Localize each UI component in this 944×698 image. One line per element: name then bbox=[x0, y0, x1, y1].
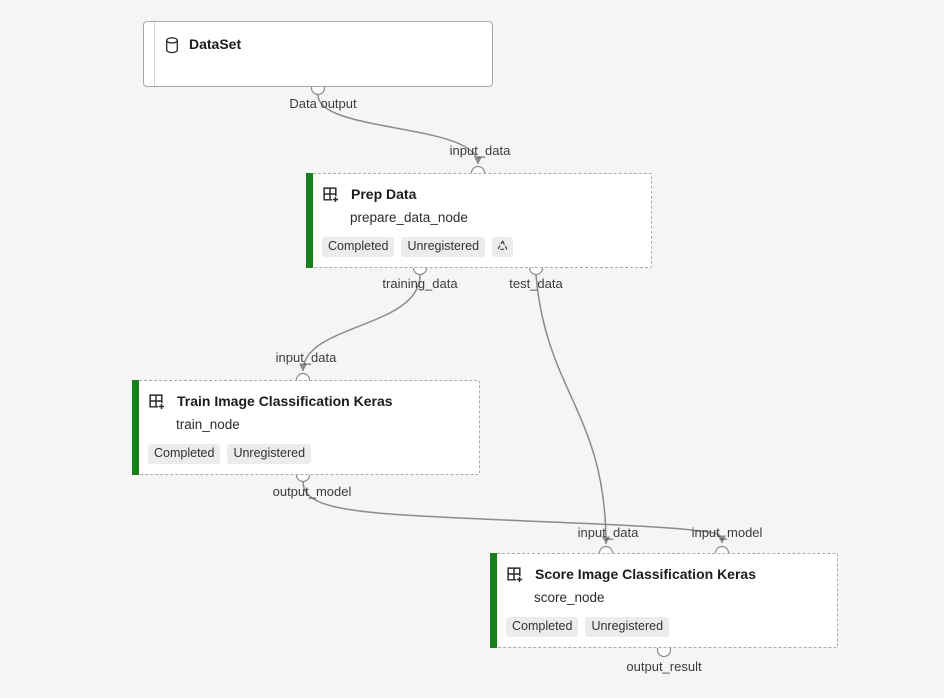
status-badge: Completed bbox=[322, 237, 395, 257]
edge-outputmodel-to-score[interactable] bbox=[302, 481, 726, 544]
component-grid-icon bbox=[322, 186, 339, 208]
port-label-train-input-data: input_data bbox=[275, 350, 337, 365]
port-label-training-data: training_data bbox=[382, 276, 458, 291]
registration-badge: Unregistered bbox=[227, 444, 312, 464]
node-subtitle: score_node bbox=[534, 590, 605, 605]
edge-dataset-to-prep[interactable] bbox=[317, 94, 482, 165]
port-label-test-data: test_data bbox=[509, 276, 563, 291]
port-label-output-model: output_model bbox=[272, 484, 352, 499]
status-accent-bar bbox=[306, 173, 313, 268]
node-subtitle: train_node bbox=[176, 417, 240, 432]
node-title: Score Image Classification Keras bbox=[535, 566, 756, 582]
status-accent-bar bbox=[132, 380, 139, 475]
status-badge: Completed bbox=[506, 617, 579, 637]
node-train[interactable]: Train Image Classification Keras train_n… bbox=[132, 380, 480, 475]
node-title: DataSet bbox=[189, 36, 242, 52]
node-title: Prep Data bbox=[351, 186, 417, 202]
database-icon bbox=[164, 36, 180, 60]
port-label-prep-input-data: input_data bbox=[449, 143, 511, 158]
dataset-accent-divider bbox=[154, 22, 155, 86]
node-dataset[interactable]: DataSet bbox=[143, 21, 493, 87]
port-label-score-input-data: input_data bbox=[577, 525, 639, 540]
edge-testdata-to-score[interactable] bbox=[535, 274, 610, 545]
edge-trainingdata-to-train[interactable] bbox=[299, 274, 421, 372]
node-score[interactable]: Score Image Classification Keras score_n… bbox=[490, 553, 838, 648]
node-title: Train Image Classification Keras bbox=[177, 393, 393, 409]
node-prep-data[interactable]: Prep Data prepare_data_node Completed Un… bbox=[306, 173, 652, 268]
reused-output-badge bbox=[492, 237, 514, 257]
component-grid-icon bbox=[148, 393, 165, 415]
node-subtitle: prepare_data_node bbox=[350, 210, 468, 225]
registration-badge: Unregistered bbox=[585, 617, 670, 637]
status-accent-bar bbox=[490, 553, 497, 648]
port-label-output-result: output_result bbox=[626, 659, 702, 674]
recycle-cloud-icon bbox=[496, 240, 509, 255]
port-label-data-output: Data output bbox=[289, 96, 357, 111]
component-grid-icon bbox=[506, 566, 523, 588]
registration-badge: Unregistered bbox=[401, 237, 486, 257]
status-badge: Completed bbox=[148, 444, 221, 464]
port-label-score-input-model: input_model bbox=[691, 525, 763, 540]
